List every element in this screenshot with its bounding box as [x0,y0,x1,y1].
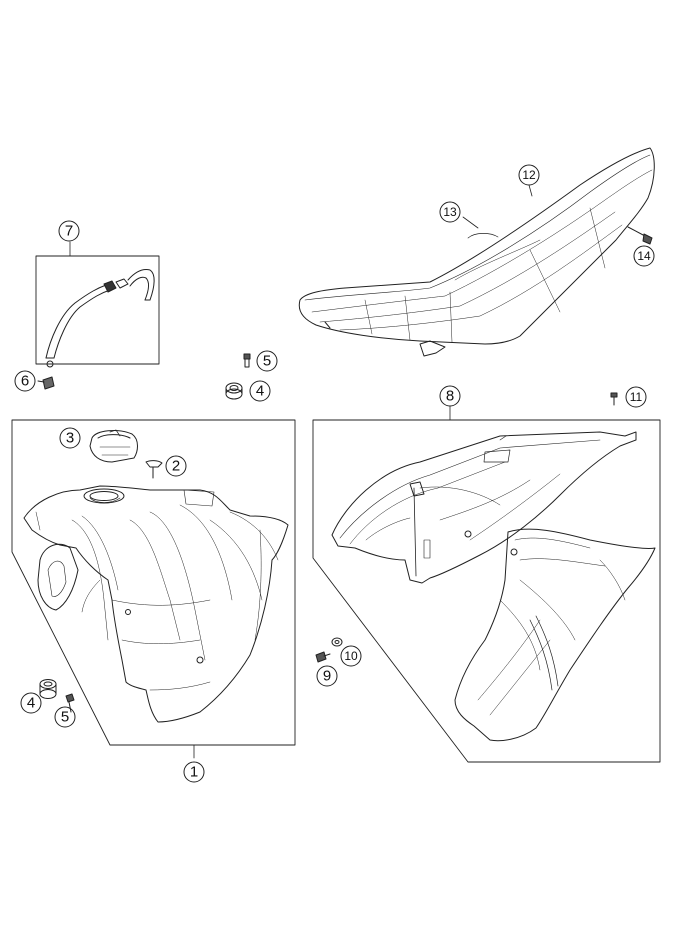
svg-text:4: 4 [256,383,264,400]
bolt-5-bottom [65,693,75,713]
cap-screw [145,460,163,479]
svg-text:10: 10 [344,649,358,663]
washer-10 [331,637,343,647]
callout-8: 8 [439,385,461,407]
callout-10: 10 [340,645,362,667]
svg-text:14: 14 [637,249,651,263]
callout-2: 2 [165,455,187,477]
callout-14: 14 [633,245,655,267]
callout-3: 3 [59,427,81,449]
callout-4-top: 4 [249,380,271,402]
svg-text:13: 13 [443,205,457,219]
fuel-tank [23,485,289,723]
callout-4-bottom: 4 [20,692,42,714]
spacer-4-top [225,382,243,400]
callout-1: 1 [183,761,205,783]
svg-text:3: 3 [66,430,74,447]
svg-text:5: 5 [263,353,271,370]
svg-text:12: 12 [522,168,536,182]
svg-text:5: 5 [61,709,69,726]
bolt-5-top [243,353,251,368]
callout-13: 13 [439,201,461,223]
bolt-9 [315,651,331,663]
svg-text:4: 4 [27,695,35,712]
side-panel [331,431,637,584]
svg-text:8: 8 [446,388,454,405]
callout-12: 12 [518,164,540,186]
seat-screw [627,226,653,245]
bolt-6 [37,376,55,390]
svg-text:2: 2 [172,458,180,475]
shroud-group [312,405,661,763]
fuel-tank-group [11,419,296,759]
callout-5-bottom: 5 [54,706,76,728]
spacer-4-bottom [39,679,57,699]
callout-9: 9 [316,665,338,687]
svg-text:11: 11 [630,390,643,404]
seat [298,147,655,357]
callout-11: 11 [625,386,647,408]
svg-text:9: 9 [323,668,331,685]
callout-6: 6 [14,370,36,392]
callout-5-top: 5 [256,350,278,372]
fuel-cap [89,429,138,463]
svg-text:1: 1 [190,764,198,781]
bolt-11 [610,392,618,406]
fuel-hose-box [35,241,160,368]
svg-text:7: 7 [65,223,73,240]
callout-7: 7 [58,220,80,242]
radiator-shroud [454,528,656,742]
svg-text:6: 6 [21,373,29,390]
